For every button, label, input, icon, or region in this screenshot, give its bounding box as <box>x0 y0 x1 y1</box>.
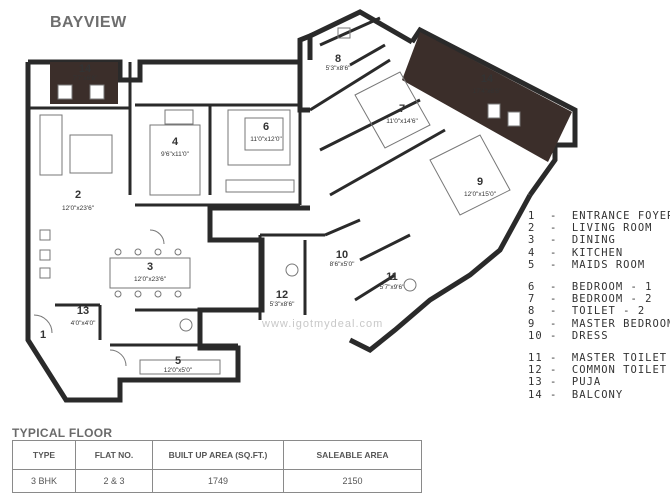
legend-item: 7 - BEDROOM - 2 <box>528 293 653 306</box>
room-number: 5 <box>175 355 181 367</box>
cell-saleable-area: 2150 <box>283 469 422 493</box>
room-number: 6 <box>263 121 269 133</box>
legend-item: 1 - ENTRANCE FOYER <box>528 210 670 222</box>
room-number: 7 <box>399 103 405 115</box>
project-title: BAYVIEW <box>50 14 127 31</box>
legend-item: 3 - DINING <box>528 234 616 247</box>
room-dimension: 12'0"x15'0" <box>464 191 497 198</box>
spec-table-header: TYPE FLAT NO. BUILT UP AREA (SQ.FT.) SAL… <box>12 440 422 470</box>
room-dimension: 12'0"x5'0" <box>164 367 193 374</box>
room-dimension: 8'6"x5'0" <box>330 261 355 268</box>
room-number: 9 <box>477 176 483 188</box>
legend-item: 11 - MASTER TOILET <box>528 352 668 365</box>
room-number: 1 <box>40 329 46 341</box>
room-dimension: 17'4"x6'6" <box>473 88 502 95</box>
room-number: 11 <box>386 271 398 283</box>
header-type: TYPE <box>12 440 76 470</box>
room-number: 14 <box>481 73 494 85</box>
room-dimension: 12'0"x23'6" <box>134 276 167 283</box>
room-dimension: 5'7"x9'6" <box>380 284 405 291</box>
balcony-2 <box>402 32 572 162</box>
legend-item: 2 - LIVING ROOM <box>528 222 653 235</box>
legend-item: 5 - MAIDS ROOM <box>528 258 646 271</box>
room-number: 14 <box>79 63 92 75</box>
header-saleable-area: SALEABLE AREA <box>283 440 422 470</box>
room-dimension: 11'0"x12'0" <box>250 136 282 143</box>
room-number: 3 <box>147 261 153 273</box>
room-dimension: 5'3"x8'6" <box>326 65 351 72</box>
header-built-up-area: BUILT UP AREA (SQ.FT.) <box>152 440 284 470</box>
cell-flat-no: 2 & 3 <box>75 469 153 493</box>
furniture <box>33 27 521 375</box>
legend-item: 4 - KITCHEN <box>528 246 624 259</box>
room-dimension: 11'0"x14'6" <box>386 118 418 125</box>
cell-built-up-area: 1749 <box>152 469 284 493</box>
floor-plan: 147'7"x6'6"212'0"x23'6"49'6"x11'0"611'0"… <box>25 9 578 403</box>
room-number: 13 <box>77 305 89 317</box>
header-flat-no: FLAT NO. <box>75 440 153 470</box>
interior-walls <box>28 16 446 347</box>
legend-item: 13 - PUJA <box>528 376 602 389</box>
room-legend: 1 - ENTRANCE FOYER 2 - LIVING ROOM 3 - D… <box>528 210 670 401</box>
room-number: 4 <box>172 136 179 148</box>
room-number: 10 <box>336 249 348 261</box>
legend-item: 9 - MASTER BEDROOM <box>528 317 670 330</box>
room-dimension: 5'3"x8'6" <box>270 301 295 308</box>
room-dimension: 4'0"x4'0" <box>71 320 96 327</box>
legend-item: 10 - DRESS <box>528 329 609 342</box>
spec-table-row: 3 BHK 2 & 3 1749 2150 <box>12 469 422 493</box>
legend-item: 14 - BALCONY <box>528 388 624 401</box>
watermark-text: www.igotmydeal.com <box>262 318 384 330</box>
room-labels: 147'7"x6'6"212'0"x23'6"49'6"x11'0"611'0"… <box>40 53 502 374</box>
legend-item: 12 - COMMON TOILET <box>528 364 668 377</box>
room-dimension: 9'6"x11'0" <box>161 151 190 158</box>
legend-item: 8 - TOILET - 2 <box>528 305 646 318</box>
walls <box>25 9 578 403</box>
room-number: 2 <box>75 189 81 201</box>
spec-table: TYPE FLAT NO. BUILT UP AREA (SQ.FT.) SAL… <box>12 440 422 493</box>
room-number: 12 <box>276 289 288 301</box>
floor-label: TYPICAL FLOOR <box>12 426 113 440</box>
room-dimension: 12'0"x23'6" <box>62 205 95 212</box>
room-dimension: 7'7"x6'6" <box>73 75 98 82</box>
room-number: 8 <box>335 53 341 65</box>
cell-type: 3 BHK <box>12 469 76 493</box>
legend-item: 6 - BEDROOM - 1 <box>528 281 653 294</box>
